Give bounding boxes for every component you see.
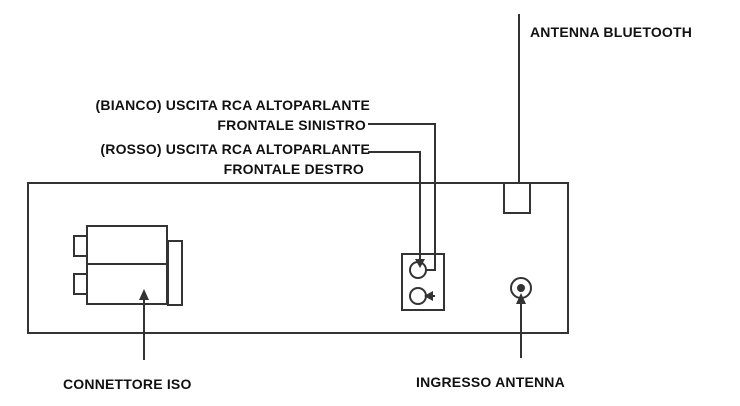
iso-arrowhead [139, 289, 149, 300]
left-rca-leader [368, 123, 436, 271]
bluetooth-antenna-label: ANTENNA BLUETOOTH [530, 24, 693, 40]
right-rca-label-line1: (ROSSO) USCITA RCA ALTOPARLANTE [100, 141, 370, 157]
left-rca-label-line1: (BIANCO) USCITA RCA ALTOPARLANTE [95, 97, 370, 113]
antenna-input-label: INGRESSO ANTENNA [416, 374, 565, 390]
antenna-input-arrowhead [516, 293, 526, 304]
right-rca-label-line2: FRONTALE DESTRO [223, 161, 364, 177]
iso-connector-label: CONNETTORE ISO [63, 376, 192, 392]
iso-connector [73, 225, 183, 306]
left-rca-arrowhead [424, 291, 433, 301]
bluetooth-antenna-box [503, 182, 531, 214]
right-rca-leader [368, 151, 421, 262]
left-rca-label-line2: FRONTALE SINISTRO [217, 117, 366, 133]
right-rca-arrowhead [415, 259, 425, 268]
unit-body [27, 182, 569, 334]
